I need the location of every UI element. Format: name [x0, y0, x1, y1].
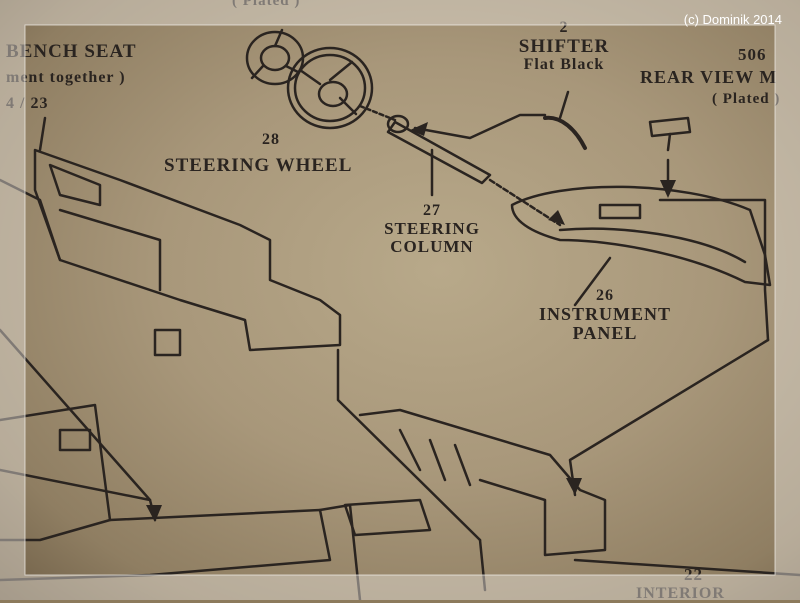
- bench-seat-numbers: 4 / 23: [6, 95, 49, 112]
- plated-top-label: ( Plated ): [232, 0, 301, 9]
- shifter-title: SHIFTER: [518, 35, 610, 57]
- shifter-label: 2 SHIFTER Flat Black: [512, 19, 616, 74]
- rear-view-mirror-drawing: [648, 116, 692, 192]
- rear-view-mirror-number: 506: [738, 45, 767, 64]
- steering-column-label: 27 STEERING COLUMN: [370, 202, 494, 256]
- copyright-watermark: (c) Dominik 2014: [683, 12, 782, 27]
- steering-column-number: 27: [423, 202, 441, 219]
- bench-seat-drawing: [0, 116, 342, 357]
- steering-wheel-drawing: [286, 46, 374, 130]
- bench-seat-title: BENCH SEAT: [6, 41, 137, 62]
- steering-column-drawing: [358, 104, 547, 197]
- interior-title: INTERIOR: [636, 585, 725, 602]
- instrument-panel-title-line2: PANEL: [572, 322, 638, 343]
- instrument-panel-label: 26 INSTRUMENT PANEL: [522, 287, 688, 343]
- shifter-finish: Flat Black: [523, 55, 605, 73]
- small-steering-wheel-drawing: [245, 28, 305, 86]
- steering-wheel-title: STEERING WHEEL: [164, 155, 353, 176]
- instrument-panel-number: 26: [596, 287, 614, 304]
- bench-seat-note: ment together ): [6, 69, 126, 86]
- shifter-drawing: [543, 115, 587, 150]
- steering-wheel-number: 28: [262, 131, 280, 148]
- interior-tub-drawing: [0, 403, 800, 600]
- shifter-number: 2: [559, 19, 569, 36]
- rear-view-mirror-title: REAR VIEW M: [640, 67, 778, 87]
- steering-column-title-line1: STEERING: [384, 218, 480, 238]
- interior-number: 22: [684, 565, 703, 584]
- steering-column-title-line2: COLUMN: [390, 236, 474, 256]
- rear-view-mirror-finish: ( Plated ): [712, 91, 781, 107]
- instrument-panel-title-line1: INSTRUMENT: [538, 303, 672, 324]
